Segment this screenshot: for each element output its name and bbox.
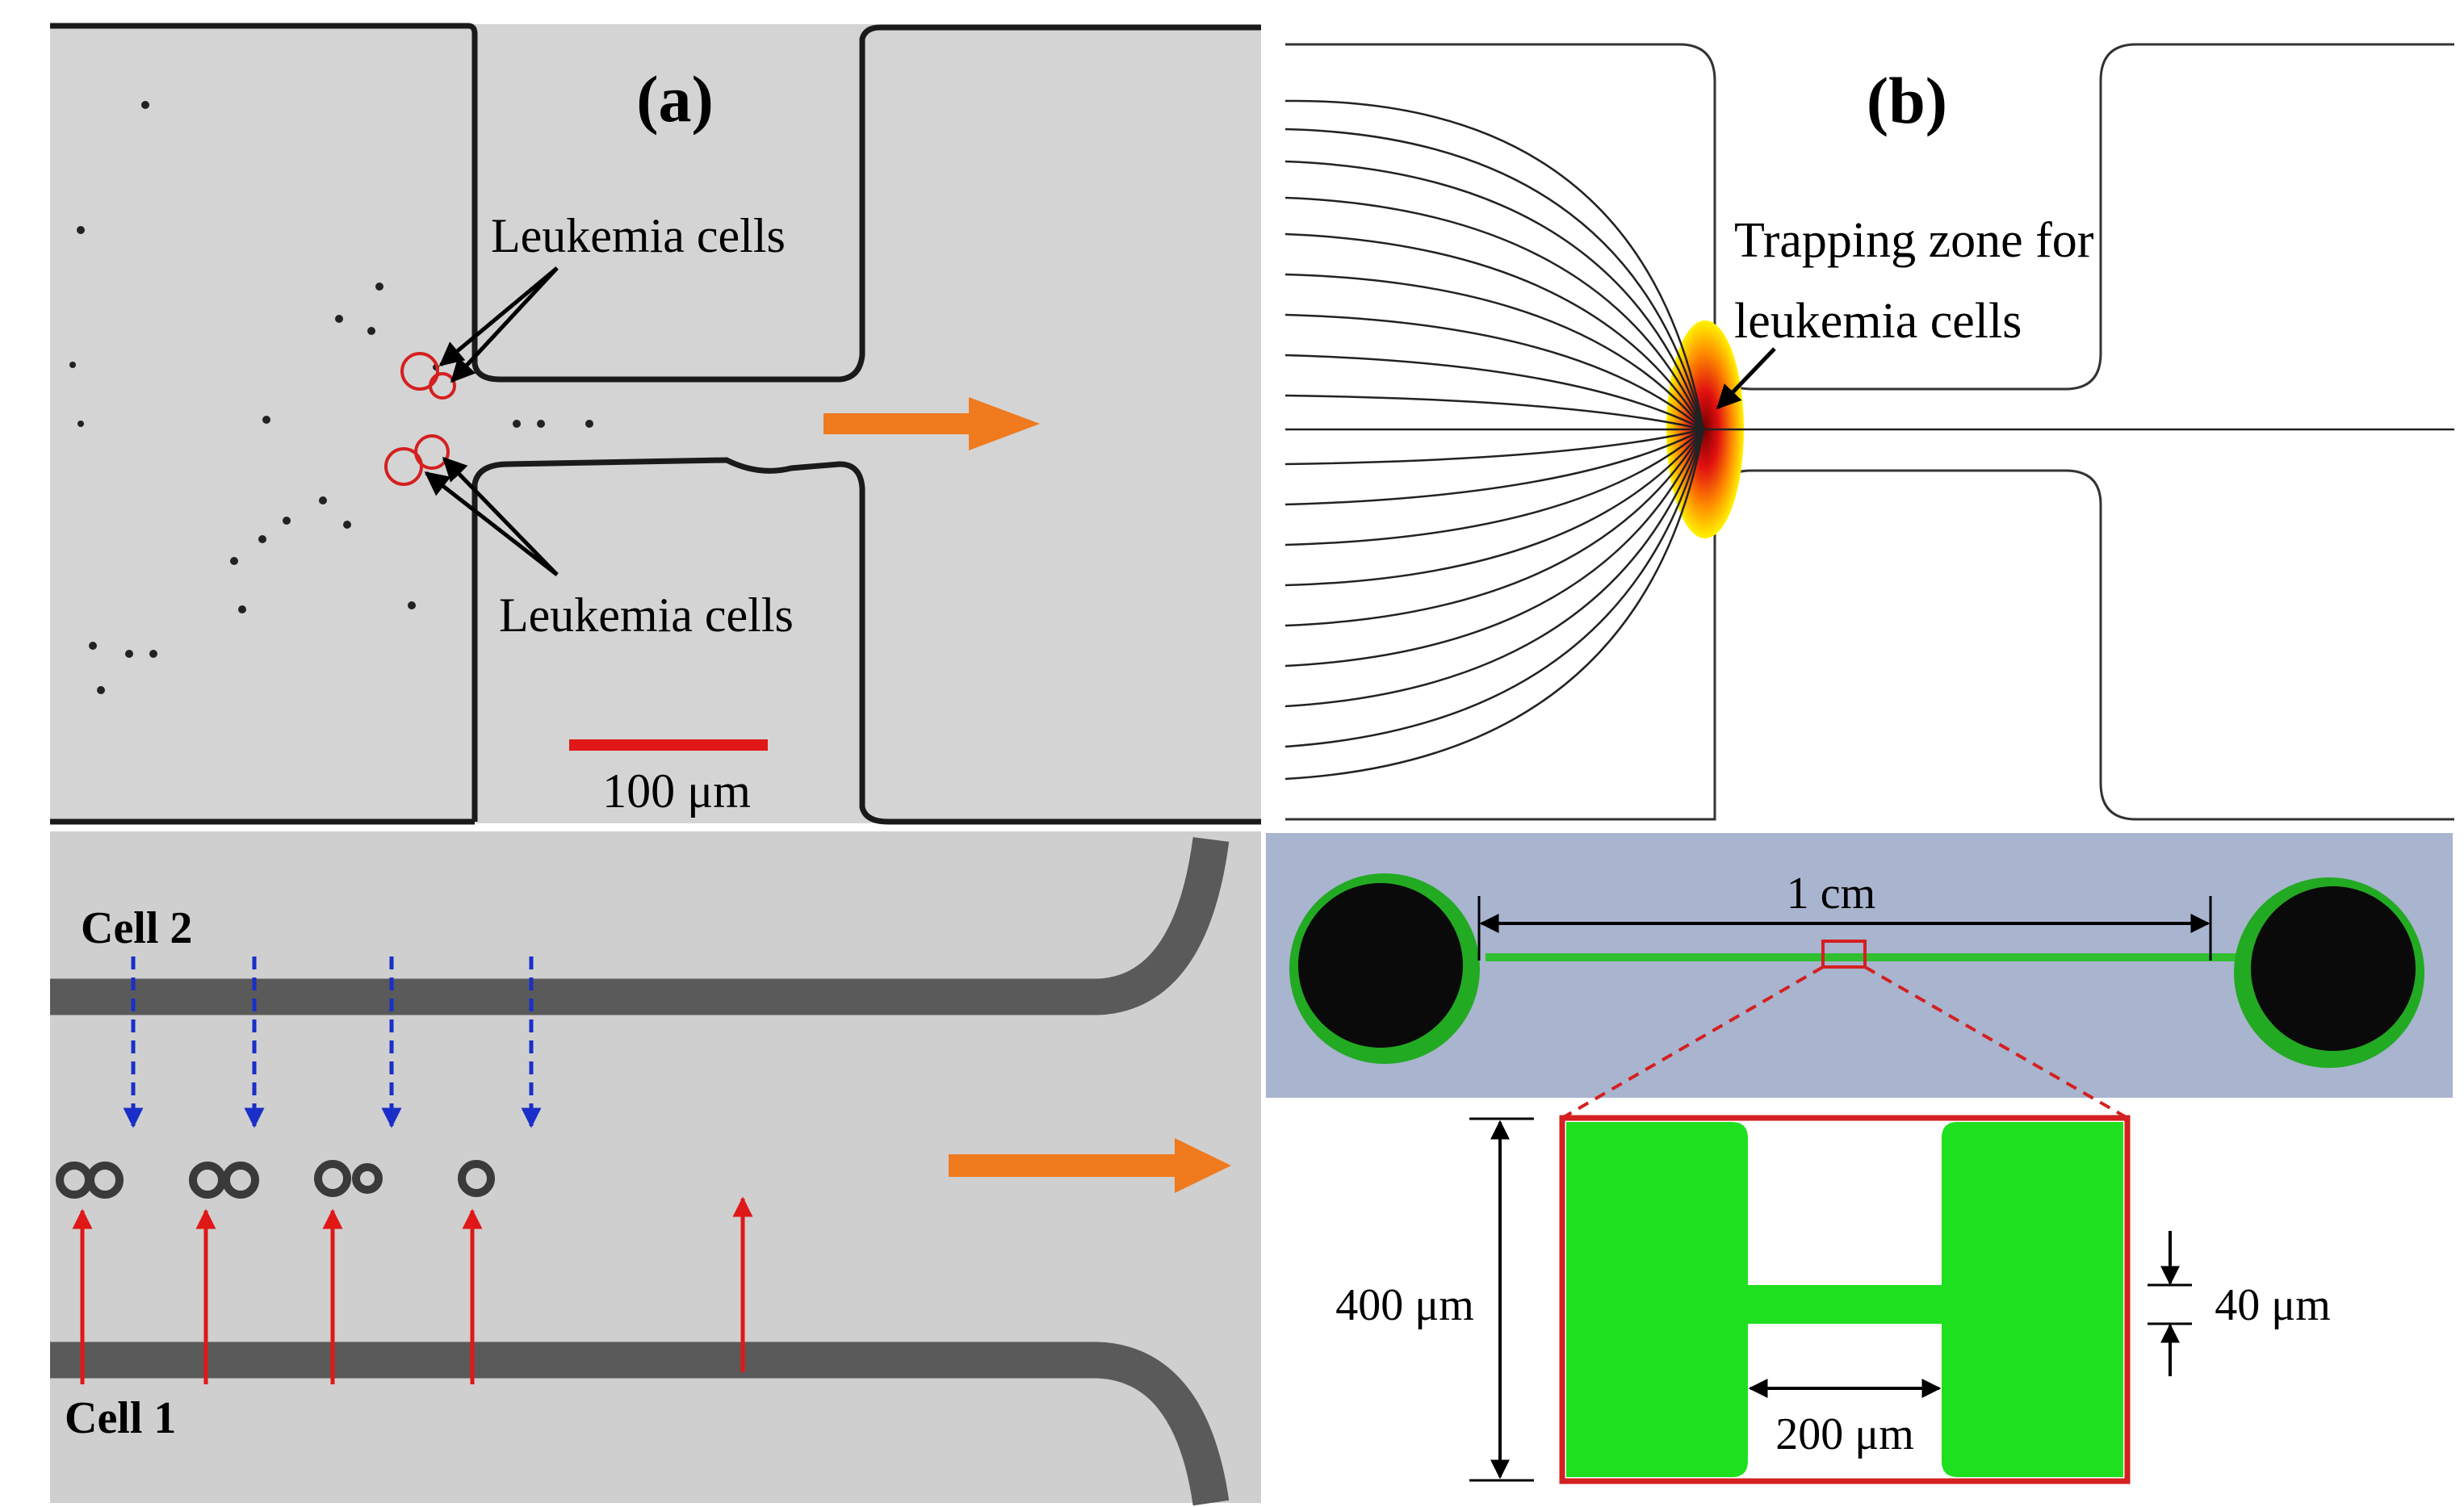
h-shaped-channel <box>1566 1122 2123 1477</box>
channel-outline-top <box>1285 43 2454 391</box>
cell1-label: Cell 1 <box>65 1393 176 1443</box>
channel-outline-bottom <box>1285 469 2454 821</box>
height-label: 400 μm <box>1335 1280 1474 1330</box>
channel-wall-upper <box>50 837 1230 1015</box>
trap-label-line1: Trapping zone for <box>1734 213 2094 268</box>
panel-b-label: (b) <box>1867 64 1947 137</box>
panel-a: (a) Leukemia cells Leukemia cells 100 μm <box>50 23 1261 825</box>
cell-images <box>56 1160 495 1199</box>
trap-arrow <box>1716 347 1776 410</box>
flow-arrow-a <box>823 397 1040 450</box>
arrow-cells-top-2 <box>450 266 559 383</box>
panel-a-label: (a) <box>636 62 714 136</box>
trap-label-line2: leukemia cells <box>1734 294 2022 349</box>
reservoir-right <box>2251 886 2416 1051</box>
particles <box>69 101 593 694</box>
panel-d: 1 cm 400 μm 40 μm 200 μm <box>1266 833 2453 1484</box>
arrow-cells-bottom-1 <box>424 471 559 576</box>
channel-wall-bottom <box>471 457 1261 825</box>
arrow-cells-bottom-2 <box>442 456 559 576</box>
channel-wall-top <box>50 23 1261 383</box>
panel-b: (b) Trapping zone for leukemia cells <box>1284 43 2454 821</box>
field-lines <box>1284 99 2454 781</box>
arrow-cells-top-1 <box>438 266 559 366</box>
width-label: 200 μm <box>1775 1409 1914 1459</box>
panel-c: Cell 2 Cell 1 <box>50 831 1261 1506</box>
cell2-arrows <box>123 957 542 1128</box>
gap-label: 40 μm <box>2215 1280 2331 1330</box>
flow-arrow-c <box>949 1138 1231 1193</box>
panel-a-background <box>50 24 1261 823</box>
zoom-line-right <box>1864 965 2128 1120</box>
cell1-arrows <box>72 1196 753 1384</box>
scale-bar <box>569 739 768 751</box>
length-label: 1 cm <box>1787 869 1875 919</box>
cell2-label: Cell 2 <box>81 903 192 953</box>
reservoir-left <box>1298 883 1463 1048</box>
leukemia-label-top: Leukemia cells <box>491 209 786 262</box>
scale-bar-label: 100 μm <box>602 764 751 818</box>
channel-wall-lower <box>50 1342 1230 1506</box>
trapped-cells <box>384 352 456 486</box>
leukemia-label-bottom: Leukemia cells <box>499 588 794 642</box>
zoom-box <box>1821 940 1867 969</box>
